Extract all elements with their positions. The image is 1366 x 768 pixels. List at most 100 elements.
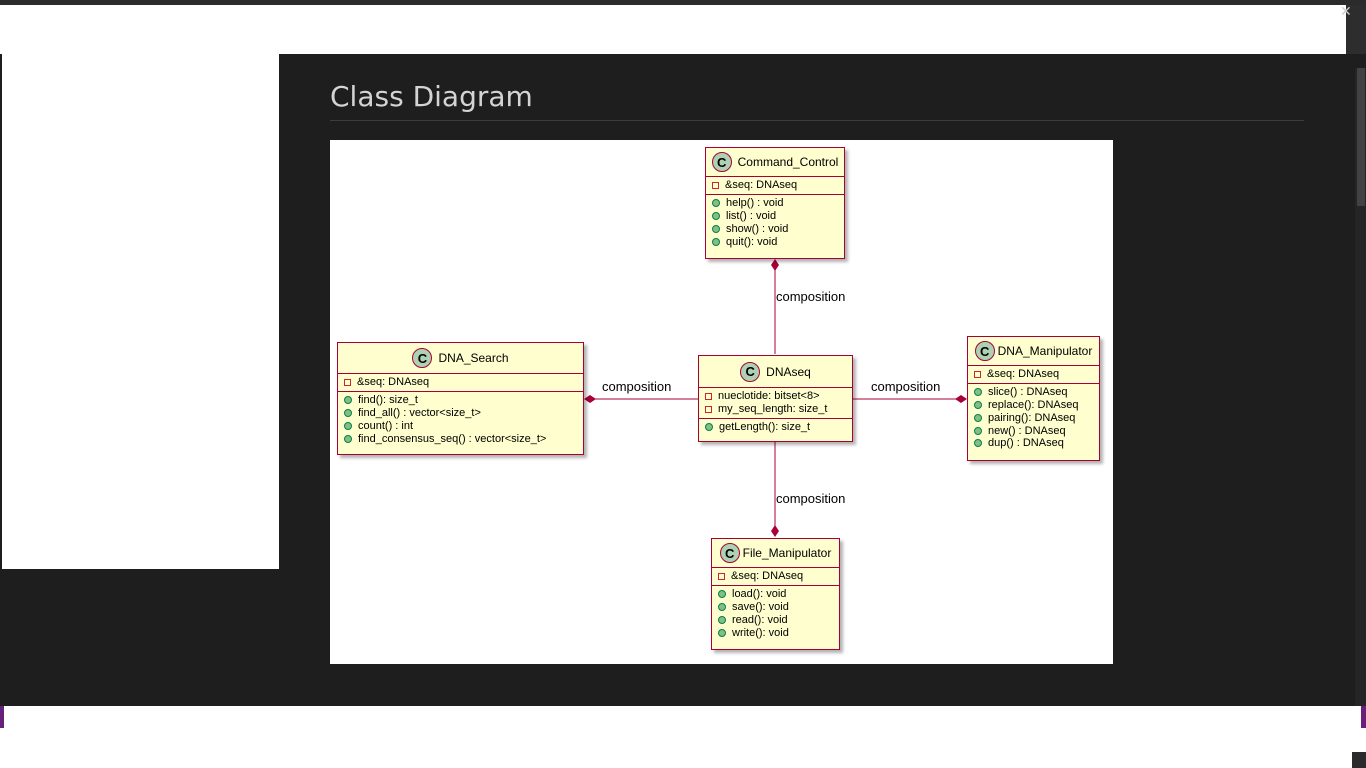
attribute-text: nueclotide: bitset<8>	[718, 390, 820, 403]
attribute-text: &seq: DNAseq	[725, 179, 798, 192]
class-icon: C	[412, 348, 433, 368]
methods-section: find(): size_t find_all() : vector<size_…	[338, 392, 583, 447]
method-row: replace(): DNAseq	[974, 399, 1093, 412]
methods-section: help() : void list() : void show() : voi…	[706, 195, 844, 250]
method-text: getLength(): size_t	[719, 420, 811, 433]
class-name: DNA_Search	[438, 351, 509, 365]
link-label-right: composition	[871, 379, 941, 394]
left-dark-region	[0, 569, 279, 706]
method-row: save(): void	[718, 601, 833, 614]
link-label-top: composition	[776, 289, 846, 304]
method-row: dup() : DNAseq	[974, 437, 1093, 450]
method-row: show() : void	[712, 222, 838, 235]
public-icon	[974, 413, 982, 422]
public-icon	[974, 388, 982, 397]
public-icon	[344, 434, 352, 443]
class-icon: C	[711, 152, 732, 172]
attributes-section: &seq: DNAseq	[712, 568, 839, 586]
class-header: C File_Manipulator	[712, 539, 839, 568]
page-title: Class Diagram	[330, 80, 533, 113]
method-text: load(): void	[732, 588, 787, 601]
public-icon	[718, 615, 726, 624]
public-icon	[718, 628, 726, 637]
method-row: read(): void	[718, 613, 833, 626]
private-icon	[974, 370, 981, 378]
method-row: find(): size_t	[344, 394, 577, 407]
attribute-row: &seq: DNAseq	[974, 368, 1093, 381]
public-icon	[344, 421, 352, 430]
public-icon	[712, 199, 720, 208]
attribute-row: &seq: DNAseq	[712, 179, 838, 192]
link-label-left: composition	[602, 379, 672, 394]
class-icon: C	[719, 543, 740, 563]
method-text: quit(): void	[726, 235, 778, 248]
method-text: list() : void	[726, 209, 777, 222]
composition-diamond-bottom	[771, 525, 779, 537]
method-row: find_consensus_seq() : vector<size_t>	[344, 432, 577, 445]
class-file-manipulator[interactable]: C File_Manipulator &seq: DNAseq load(): …	[711, 538, 840, 650]
method-text: slice() : DNAseq	[988, 386, 1068, 399]
method-text: count() : int	[358, 419, 414, 432]
public-icon	[974, 426, 982, 435]
scrollbar-thumb[interactable]	[1357, 68, 1365, 206]
link-label-bottom: composition	[776, 491, 846, 506]
attribute-text: my_seq_length: size_t	[718, 403, 828, 416]
public-icon	[344, 408, 352, 417]
close-icon[interactable]: ✕	[1340, 3, 1352, 19]
left-edge	[0, 54, 2, 569]
class-dna-manipulator[interactable]: C DNA_Manipulator &seq: DNAseq slice() :…	[967, 336, 1100, 461]
class-dnaseq[interactable]: C DNAseq nueclotide: bitset<8> my_seq_le…	[698, 355, 853, 442]
methods-section: getLength(): size_t	[699, 419, 852, 436]
class-command-control[interactable]: C Command_Control &seq: DNAseq help() : …	[705, 147, 845, 259]
method-row: count() : int	[344, 419, 577, 432]
method-text: help() : void	[726, 197, 784, 210]
method-text: dup() : DNAseq	[988, 437, 1064, 450]
composition-diamond-top	[771, 259, 779, 271]
blank-top-region	[0, 5, 1346, 54]
public-icon	[974, 439, 982, 448]
method-text: find_consensus_seq() : vector<size_t>	[358, 432, 547, 445]
vertical-scrollbar[interactable]	[1355, 68, 1366, 706]
composition-links	[584, 259, 967, 537]
attribute-text: &seq: DNAseq	[357, 376, 430, 389]
status-bar-right-accent	[1361, 706, 1366, 728]
public-icon	[712, 224, 720, 233]
composition-diamond-right	[955, 395, 967, 403]
attribute-row: nueclotide: bitset<8>	[705, 390, 846, 403]
class-dna-search[interactable]: C DNA_Search &seq: DNAseq find(): size_t…	[337, 342, 584, 455]
title-divider	[330, 120, 1304, 121]
class-header: C DNA_Search	[338, 343, 583, 374]
method-row: quit(): void	[712, 235, 838, 248]
public-icon	[705, 422, 713, 431]
class-diagram: composition composition composition comp…	[330, 140, 1113, 664]
blank-bottom-region	[4, 706, 1361, 768]
status-bar-left-accent	[0, 706, 4, 728]
public-icon	[712, 211, 720, 220]
private-icon	[705, 405, 712, 413]
method-row: load(): void	[718, 588, 833, 601]
attribute-row: &seq: DNAseq	[344, 376, 577, 389]
class-name: DNA_Manipulator	[997, 344, 1093, 358]
public-icon	[718, 602, 726, 611]
method-row: help() : void	[712, 197, 838, 210]
method-text: find_all() : vector<size_t>	[358, 406, 481, 419]
markdown-preview-panel: Class Diagram composition composition co…	[279, 54, 1366, 706]
private-icon	[344, 378, 351, 386]
private-icon	[705, 392, 712, 400]
class-icon: C	[974, 341, 995, 361]
method-row: slice() : DNAseq	[974, 386, 1093, 399]
class-header: C DNA_Manipulator	[968, 337, 1099, 366]
method-row: new() : DNAseq	[974, 424, 1093, 437]
methods-section: slice() : DNAseq replace(): DNAseq pairi…	[968, 384, 1099, 452]
public-icon	[344, 396, 352, 405]
method-text: replace(): DNAseq	[988, 398, 1079, 411]
window-corner	[1346, 5, 1366, 54]
method-text: write(): void	[732, 626, 789, 639]
methods-section: load(): void save(): void read(): void w…	[712, 586, 839, 641]
scroll-corner	[1352, 752, 1366, 768]
composition-diamond-left	[584, 395, 596, 403]
class-header: C Command_Control	[706, 148, 844, 177]
public-icon	[712, 237, 720, 246]
attributes-section: &seq: DNAseq	[338, 374, 583, 392]
window-top-border	[0, 0, 1366, 5]
